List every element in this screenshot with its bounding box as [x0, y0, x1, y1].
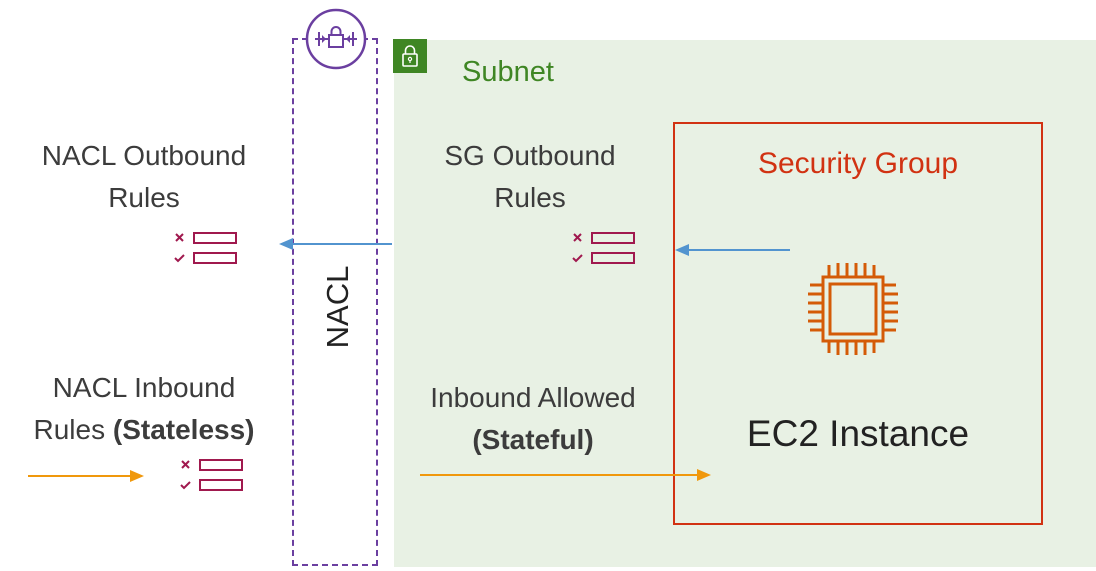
subnet-area [394, 40, 1096, 567]
rules-list-icon [180, 459, 243, 491]
nacl-firewall-icon [305, 8, 367, 70]
nacl-inbound-line2-plain: Rules [33, 414, 113, 445]
sg-outbound-arrow [675, 244, 790, 256]
nacl-inbound-label: NACL Inbound Rules (Stateless) [0, 367, 288, 451]
rules-list-icon [174, 232, 237, 264]
subnet-label: Subnet [462, 56, 554, 88]
nacl-outbound-line2: Rules [108, 182, 180, 213]
sg-outbound-line1: SG Outbound [444, 140, 616, 171]
sg-outbound-label: SG Outbound Rules [410, 135, 650, 219]
ec2-instance-label: EC2 Instance [746, 413, 970, 454]
sg-outbound-line2: Rules [494, 182, 566, 213]
nacl-outbound-line1: NACL Outbound [41, 140, 247, 171]
nacl-label: NACL [306, 257, 366, 357]
nacl-inbound-arrow [28, 470, 144, 482]
sg-inbound-line1: Inbound Allowed [430, 382, 636, 413]
nacl-label-text: NACL [320, 266, 355, 349]
nacl-inbound-line2: Rules (Stateless) [0, 409, 288, 451]
security-group-label: Security Group [757, 147, 959, 180]
sg-inbound-arrow [420, 469, 711, 481]
padlock-icon [393, 39, 427, 73]
security-group-boundary [673, 122, 1043, 525]
ec2-chip-icon [805, 258, 901, 360]
nacl-outbound-arrow [279, 238, 392, 250]
nacl-inbound-stateless: (Stateless) [112, 414, 255, 445]
nacl-inbound-line1: NACL Inbound [52, 372, 236, 403]
sg-inbound-label: Inbound Allowed (Stateful) [392, 377, 674, 461]
sg-inbound-stateful: (Stateful) [472, 424, 594, 455]
nacl-outbound-label: NACL Outbound Rules [0, 135, 288, 219]
rules-list-icon [572, 232, 635, 264]
